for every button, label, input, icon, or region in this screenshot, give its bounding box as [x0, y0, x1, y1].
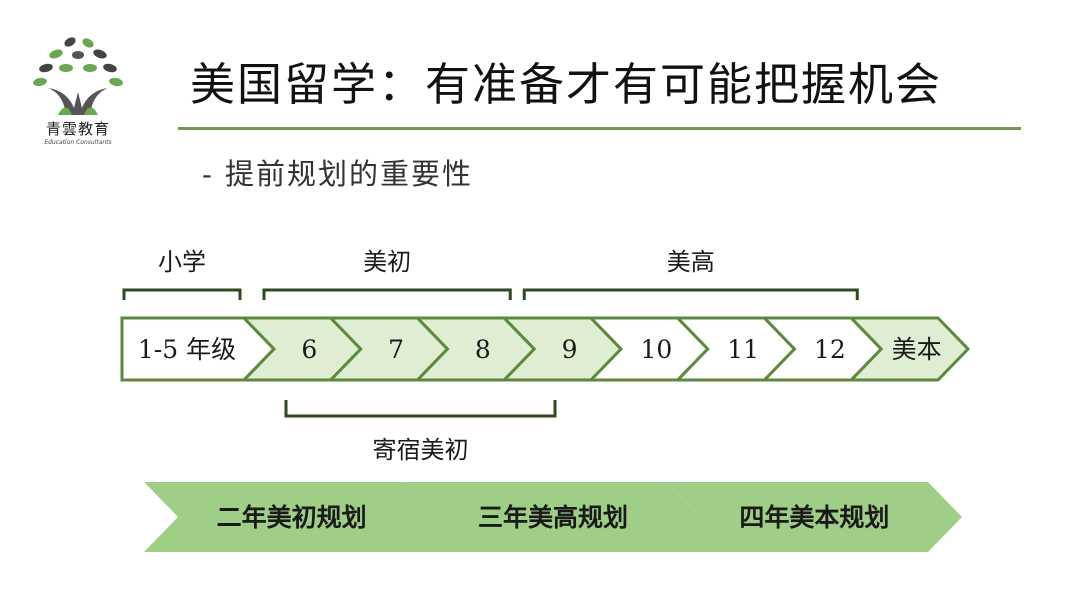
- top-bracket-label-1: 美初: [363, 248, 411, 276]
- grade-label-5: 10: [640, 335, 672, 364]
- grade-label-3: 8: [475, 335, 491, 364]
- plan-label-1: 三年美高规划: [478, 503, 628, 532]
- grade-label-6: 11: [727, 335, 759, 364]
- plan-arrow-2: [666, 482, 962, 552]
- page-subtitle: - 提前规划的重要性: [202, 157, 474, 191]
- logo-tree-icon: [33, 37, 123, 115]
- top-bracket-0: [122, 288, 242, 300]
- plan-arrows: 二年美初规划 三年美高规划 四年美本规划: [144, 482, 962, 552]
- page-title: 美国留学：有准备才有可能把握机会: [190, 58, 943, 111]
- grade-label-7: 12: [814, 335, 846, 364]
- grade-chevrons: 1-5 年级 6 7 8 9 10 11 12 美本: [120, 316, 971, 382]
- title-divider: [178, 127, 1021, 130]
- grade-label-2: 7: [388, 335, 404, 364]
- grade-label-4: 9: [562, 335, 578, 364]
- top-bracket-2: [522, 288, 859, 300]
- logo-trunk: [48, 88, 108, 115]
- top-brackets: 小学 美初 美高: [122, 248, 859, 300]
- bottom-bracket-line: [284, 400, 557, 418]
- top-bracket-label-0: 小学: [158, 248, 206, 276]
- grade-label-0: 1-5 年级: [138, 335, 236, 364]
- plan-label-2: 四年美本规划: [739, 503, 889, 532]
- top-bracket-label-2: 美高: [667, 248, 715, 276]
- plan-arrow-0: [144, 482, 440, 552]
- plan-label-0: 二年美初规划: [217, 503, 367, 532]
- logo-subtitle: Education Consultants: [44, 139, 112, 146]
- logo-grass: [58, 107, 98, 115]
- bottom-bracket-label: 寄宿美初: [373, 436, 469, 464]
- logo-name: 青雲教育: [45, 120, 110, 138]
- plan-arrow-1: [405, 482, 701, 552]
- bottom-bracket: 寄宿美初: [284, 400, 557, 464]
- grade-chevron-8: [847, 316, 971, 382]
- grade-label-8: 美本: [892, 335, 942, 364]
- logo-leaves: [33, 37, 123, 87]
- grade-label-1: 6: [301, 335, 317, 364]
- top-bracket-1: [262, 288, 512, 300]
